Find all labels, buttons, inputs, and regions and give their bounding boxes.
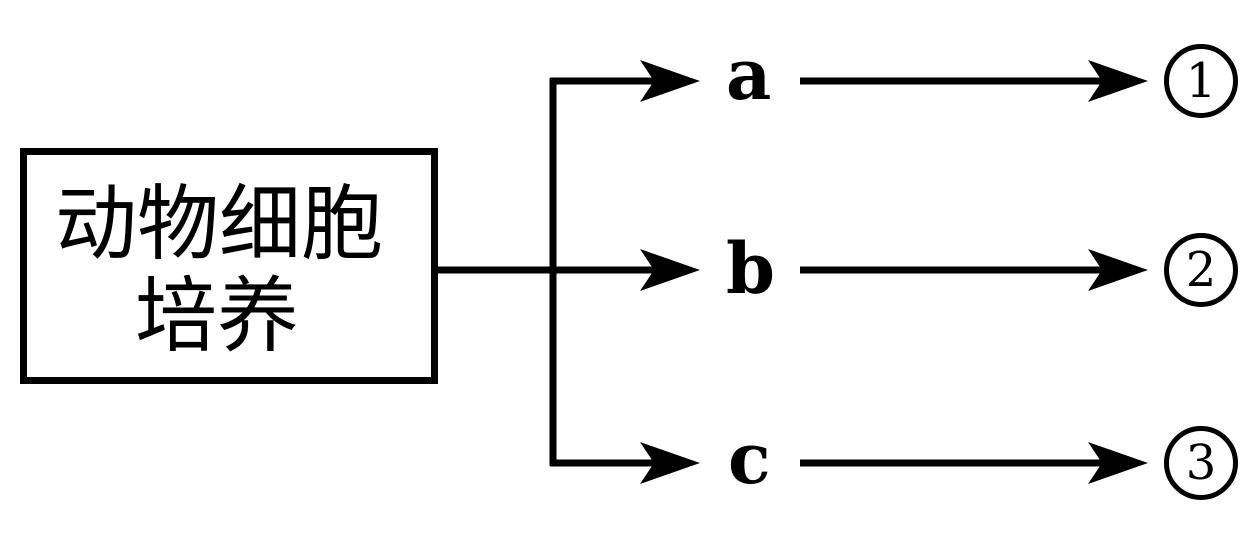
arrowhead-c [640, 442, 700, 484]
result-arrowhead-3 [1088, 442, 1148, 484]
result-arrowhead-1 [1088, 60, 1148, 102]
arrowhead-a [640, 60, 700, 102]
source-label-line1: 动物细胞 [55, 177, 384, 272]
result-number-1: 1 [1185, 53, 1217, 109]
result-circle-2: 2 [1164, 233, 1238, 307]
result-circle-3: 3 [1164, 426, 1238, 500]
result-number-3: 3 [1185, 435, 1217, 491]
source-box: 动物细胞 培养 [20, 148, 438, 384]
branch-label-c: c [728, 417, 771, 500]
arrowhead-b [640, 249, 700, 291]
source-label-line2: 培养 [135, 269, 300, 364]
result-number-2: 2 [1185, 242, 1217, 298]
result-arrowhead-2 [1088, 249, 1148, 291]
branch-label-b: b [726, 227, 775, 310]
result-circle-1: 1 [1164, 44, 1238, 118]
branch-label-a: a [726, 33, 772, 116]
